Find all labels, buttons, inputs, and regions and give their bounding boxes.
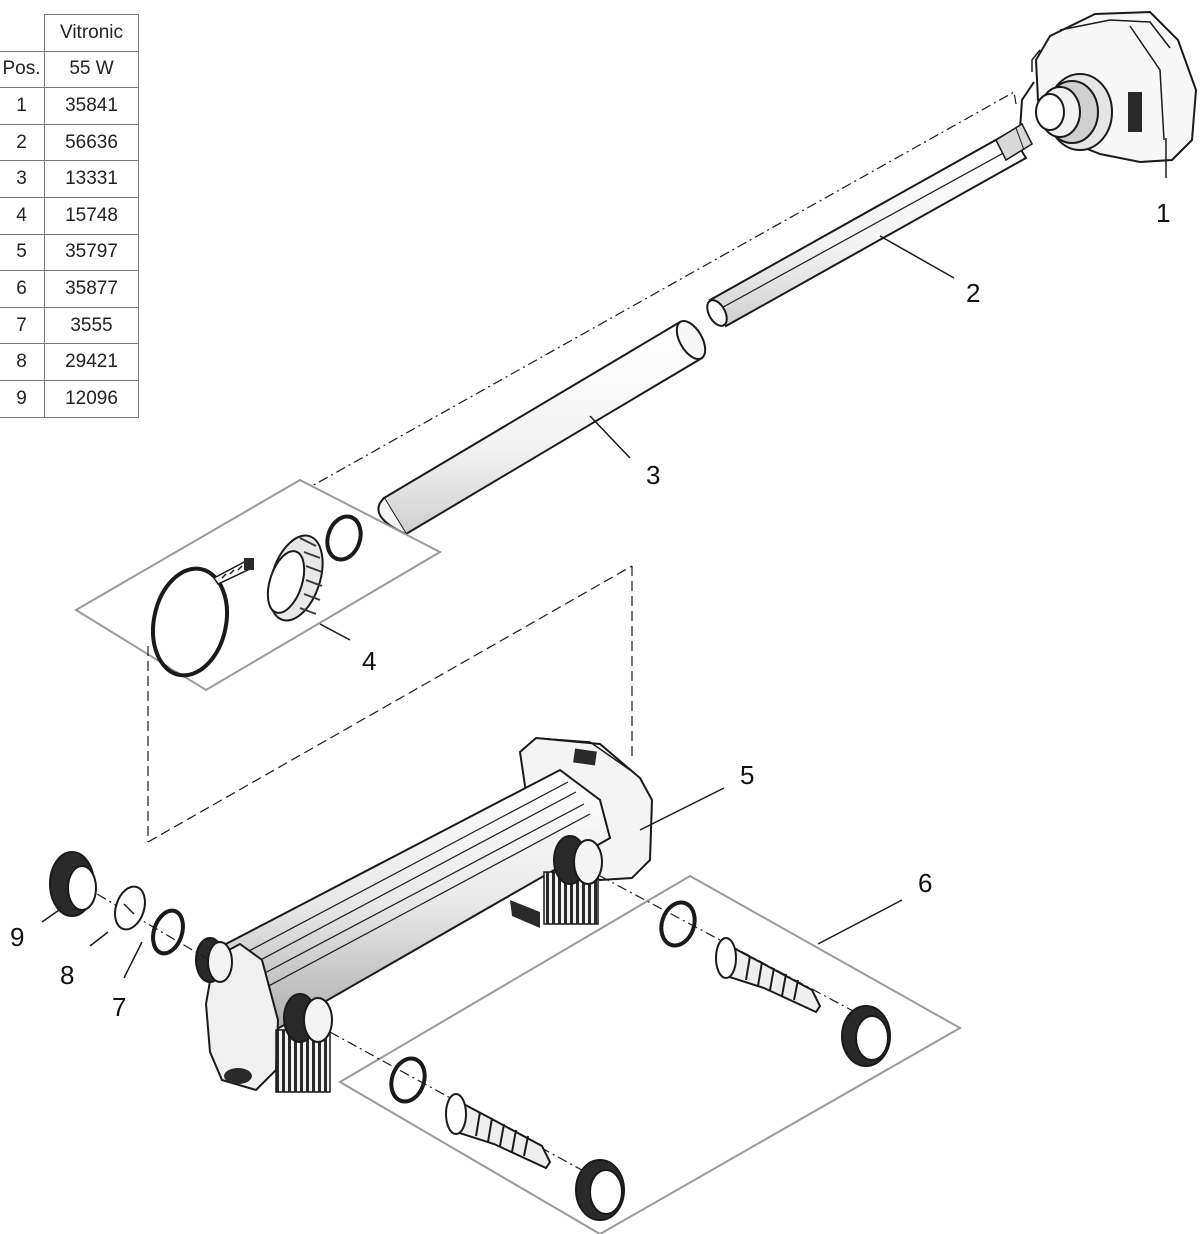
- table-empty-cell: [0, 14, 45, 52]
- hose-connector-kit: [329, 874, 963, 1234]
- uv-lamp: [706, 122, 1033, 328]
- callout-labels: 1 2 3 4 5 6 7 8 9: [10, 198, 1170, 1022]
- end-cap-housing: [1018, 10, 1198, 164]
- table-cell-pos: 4: [0, 196, 45, 235]
- screw: [212, 558, 254, 585]
- table-cell-part: 3555: [44, 306, 139, 345]
- table-cell-part: 13331: [44, 160, 139, 198]
- filter-housing: [195, 736, 654, 1093]
- hose-nut-lower: [575, 1159, 625, 1221]
- table-cell-part: 56636: [44, 123, 139, 162]
- callout-6: 6: [918, 868, 932, 898]
- table-cell-part: 12096: [44, 379, 139, 418]
- callout-7: 7: [112, 992, 126, 1022]
- cap-nut: [49, 851, 97, 917]
- port-side: [195, 937, 233, 983]
- table-cell-pos: 5: [0, 233, 45, 272]
- hose-nut-upper: [841, 1005, 891, 1067]
- quartz-sleeve: [377, 320, 707, 536]
- callout-3: 3: [646, 460, 660, 490]
- seal-kit: [74, 478, 443, 692]
- table-cell-pos: 3: [0, 160, 45, 198]
- table-cell-part: 35797: [44, 233, 139, 272]
- table-cell-part: 35841: [44, 87, 139, 125]
- callout-2: 2: [966, 278, 980, 308]
- filter-disc: [114, 885, 146, 931]
- table-cell-part: 35877: [44, 270, 139, 308]
- table-cell-pos: 8: [0, 343, 45, 381]
- table-header-row-power: Pos. 55 W: [0, 50, 139, 89]
- callout-8: 8: [60, 960, 74, 990]
- o-ring-small: [151, 908, 185, 956]
- callout-1: 1: [1156, 198, 1170, 228]
- side-port-parts: [49, 851, 207, 959]
- callout-4: 4: [362, 646, 376, 676]
- table-cell-pos: 6: [0, 270, 45, 308]
- hose-tail-lower: [445, 1093, 552, 1170]
- leader-lines: [41, 138, 1167, 979]
- port-front: [283, 993, 333, 1043]
- table-cell-part: 29421: [44, 343, 139, 381]
- callout-5: 5: [740, 760, 754, 790]
- table-header-power: 55 W: [44, 50, 139, 89]
- table-cell-part: 15748: [44, 196, 139, 235]
- union-nut: [266, 534, 324, 622]
- callout-9: 9: [10, 922, 24, 952]
- assembly-guide-lines: [147, 565, 633, 843]
- hose-tail-upper: [715, 937, 822, 1014]
- port-rear: [553, 835, 603, 885]
